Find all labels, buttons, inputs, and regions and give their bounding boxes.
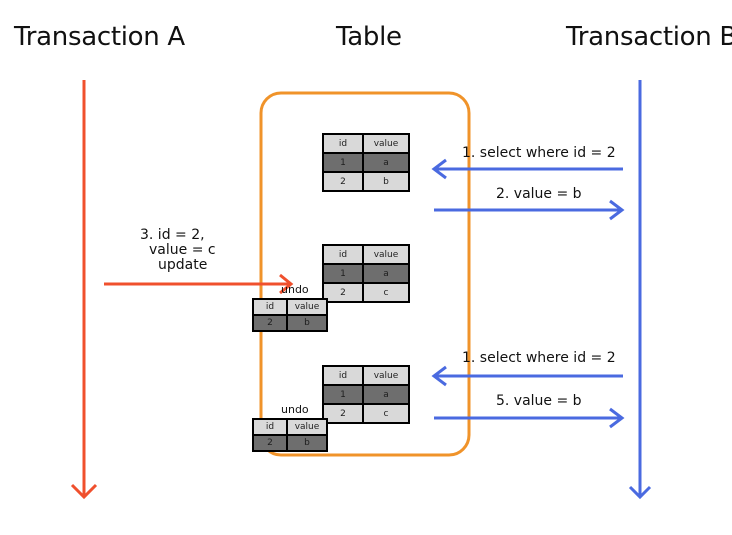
cell-value: b	[286, 314, 328, 332]
step-2-label: 2. value = b	[496, 186, 582, 202]
cell-id: 2	[252, 314, 288, 332]
header-id: id	[322, 244, 364, 265]
cell-id: 2	[322, 403, 364, 424]
arrow-update-head	[279, 273, 294, 295]
table-row: 2 c	[322, 403, 410, 424]
transaction-a-timeline-arrowhead	[70, 483, 98, 500]
cell-value: b	[286, 434, 328, 452]
table-snapshot-3: id value 1 a 2 c	[322, 365, 410, 424]
transaction-b-timeline-arrowhead	[628, 485, 652, 500]
header-value: value	[286, 298, 328, 316]
header-value: value	[362, 133, 410, 154]
arrow-select-1-head	[431, 158, 447, 180]
step-5-label: 5. value = b	[496, 393, 582, 409]
header-id: id	[322, 133, 364, 154]
cell-id: 1	[322, 152, 364, 173]
arrow-value-b-2-head	[609, 407, 625, 429]
cell-value: a	[362, 263, 410, 284]
step-1-label: 1. select where id = 2	[462, 145, 616, 161]
transaction-a-title: Transaction A	[14, 22, 185, 52]
table-header-row: id value	[252, 418, 328, 436]
step-4-label: 1. select where id = 2	[462, 350, 616, 366]
table-row: 2 b	[322, 171, 410, 192]
cell-id: 1	[322, 384, 364, 405]
cell-id: 2	[322, 171, 364, 192]
table-row: 2 c	[322, 282, 410, 303]
header-id: id	[322, 365, 364, 386]
step-3-label-line3: update	[158, 257, 208, 273]
header-id: id	[252, 298, 288, 316]
undo-label-1: undo	[281, 283, 309, 296]
table-row: 1 a	[322, 384, 410, 405]
table-row: 1 a	[322, 152, 410, 173]
cell-value: a	[362, 152, 410, 173]
header-value: value	[362, 365, 410, 386]
cell-id: 2	[322, 282, 364, 303]
table-snapshot-2: id value 1 a 2 c	[322, 244, 410, 303]
cell-value: c	[362, 403, 410, 424]
table-header-row: id value	[322, 133, 410, 154]
step-3-label-line1: 3. id = 2,	[140, 227, 205, 243]
table-row: 2 b	[252, 314, 328, 332]
cell-id: 2	[252, 434, 288, 452]
header-value: value	[362, 244, 410, 265]
table-header-row: id value	[322, 365, 410, 386]
transaction-b-title: Transaction B	[566, 22, 732, 52]
table-frame	[259, 91, 471, 457]
table-header-row: id value	[322, 244, 410, 265]
cell-id: 1	[322, 263, 364, 284]
cell-value: b	[362, 171, 410, 192]
cell-value: c	[362, 282, 410, 303]
undo-label-2: undo	[281, 403, 309, 416]
header-value: value	[286, 418, 328, 436]
step-3-label-line2: value = c	[149, 242, 216, 258]
table-row: 2 b	[252, 434, 328, 452]
table-title: Table	[336, 22, 402, 52]
header-id: id	[252, 418, 288, 436]
table-row: 1 a	[322, 263, 410, 284]
undo-record-1: id value 2 b	[252, 298, 328, 332]
arrow-value-b-1-head	[609, 199, 625, 221]
undo-record-2: id value 2 b	[252, 418, 328, 452]
arrow-select-2-head	[431, 365, 447, 387]
table-snapshot-1: id value 1 a 2 b	[322, 133, 410, 192]
table-header-row: id value	[252, 298, 328, 316]
cell-value: a	[362, 384, 410, 405]
